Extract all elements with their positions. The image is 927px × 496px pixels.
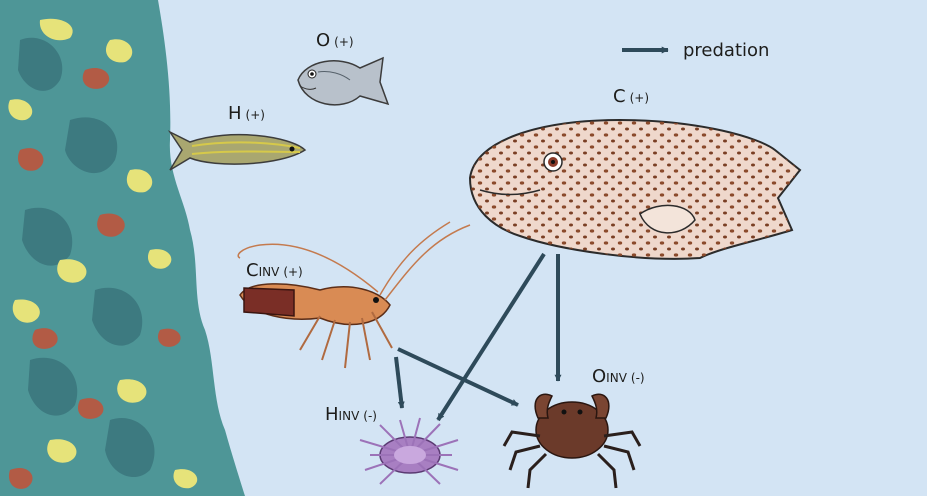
seabream-icon: [298, 58, 388, 105]
legend-label: predation: [683, 40, 769, 61]
